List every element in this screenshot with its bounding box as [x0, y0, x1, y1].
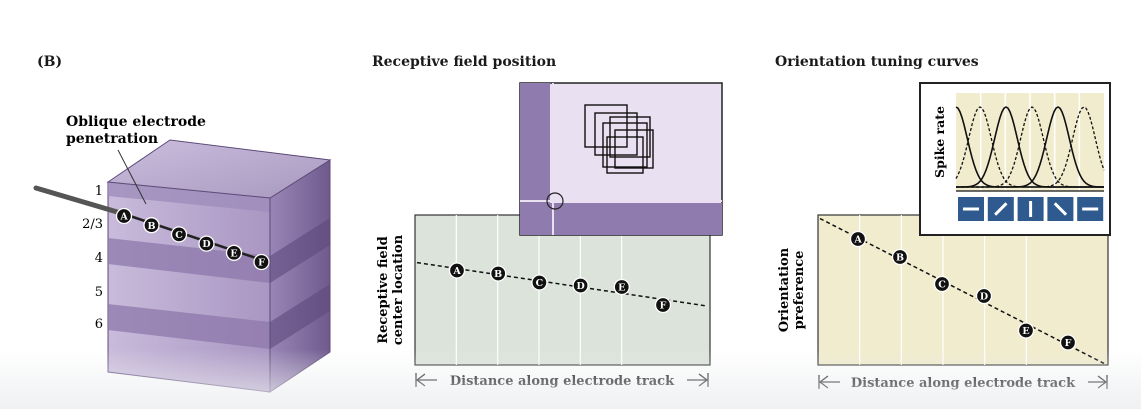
layer-label: 1: [95, 184, 103, 199]
layer-label: 5: [95, 285, 103, 300]
tuning-curve: [956, 106, 1104, 188]
ot-point: C: [933, 275, 951, 293]
orientation-bar-icon: [1077, 197, 1104, 221]
side-layer-6-band: [270, 284, 330, 349]
rf-point: F: [654, 296, 672, 314]
block-recording-sites: A B C D E F: [115, 207, 270, 271]
rf-plot-bg: [414, 214, 711, 366]
ot-point: E: [1017, 322, 1035, 339]
rf-xlabel: Distance along electrode track: [450, 374, 675, 389]
block-site-marker: E: [225, 244, 243, 261]
svg-text:F: F: [660, 301, 667, 312]
layer-label: 2/3: [82, 217, 103, 232]
svg-text:D: D: [576, 281, 584, 292]
layer-label: 4: [95, 251, 103, 266]
side-layer-4-band: [270, 218, 330, 283]
orientation-bar-icon: [987, 197, 1014, 221]
rf-data-points: A B C D E F: [416, 261, 708, 314]
rf-point: C: [531, 274, 548, 291]
ot-point: A: [849, 230, 867, 248]
svg-text:A: A: [119, 212, 128, 223]
orientation-bar-icon: [958, 197, 984, 221]
svg-text:F: F: [1065, 338, 1072, 349]
svg-text:C: C: [938, 280, 946, 291]
layer-4-band: [108, 238, 270, 283]
electrode-shaft: [33, 185, 127, 217]
panel-label: (B): [37, 54, 63, 70]
svg-text:B: B: [147, 221, 155, 232]
penetration-leader: [117, 149, 147, 205]
svg-text:B: B: [494, 269, 502, 280]
svg-text:E: E: [618, 283, 625, 294]
orientation-bar-icon: [1047, 197, 1074, 221]
rf-point: D: [572, 277, 589, 294]
rf-point: A: [448, 262, 466, 279]
svg-text:C: C: [175, 230, 183, 241]
rf-panel-title: Receptive field position: [372, 54, 557, 70]
ot-inset: Spike rate: [919, 82, 1111, 236]
ot-point: B: [891, 248, 909, 266]
ot-xlabel: Distance along electrode track: [851, 376, 1076, 391]
svg-text:C: C: [536, 278, 544, 289]
block-site-marker: B: [143, 217, 160, 234]
rf-point: B: [490, 265, 507, 282]
block-site-marker: A: [115, 207, 133, 225]
rf-panel: A B C D E F Receptive fieldcenter location Di…: [376, 82, 723, 389]
svg-text:F: F: [258, 258, 265, 269]
block-site-marker: D: [198, 235, 215, 252]
inset-ylabel: Spike rate: [932, 106, 947, 178]
block-site-marker: F: [253, 253, 270, 271]
svg-text:D: D: [980, 292, 988, 303]
svg-text:D: D: [202, 239, 210, 250]
svg-text:B: B: [896, 253, 904, 264]
rf-point: E: [613, 278, 630, 296]
orientation-bar-icon: [1017, 197, 1044, 221]
block-site-marker: C: [170, 226, 188, 243]
svg-text:E: E: [1022, 326, 1029, 337]
layer-labels: 1 2/3 4 5 6: [82, 184, 103, 332]
tuning-curve: [956, 106, 1104, 188]
ot-point: D: [975, 287, 993, 305]
block-top-face: [106, 139, 332, 199]
rf-ylabel: Receptive fieldcenter location: [376, 234, 406, 345]
svg-text:A: A: [853, 235, 862, 246]
ot-panel-title: Orientation tuning curves: [775, 54, 979, 70]
layer-label: 6: [95, 317, 103, 332]
ot-data-points: A B C D E F: [819, 217, 1105, 365]
fixation-circle: [546, 192, 564, 210]
ot-point: F: [1059, 334, 1077, 351]
rf-squares: [584, 104, 654, 174]
layer-6-band: [108, 304, 270, 349]
rf-inset: [519, 82, 723, 236]
svg-text:E: E: [230, 248, 237, 259]
ot-ylabel: Orientationpreference: [777, 247, 807, 332]
orientation-bar-icons: [958, 197, 1104, 221]
layer-1-band: [108, 182, 270, 212]
svg-text:A: A: [452, 266, 461, 277]
block-front-face: [107, 181, 271, 393]
